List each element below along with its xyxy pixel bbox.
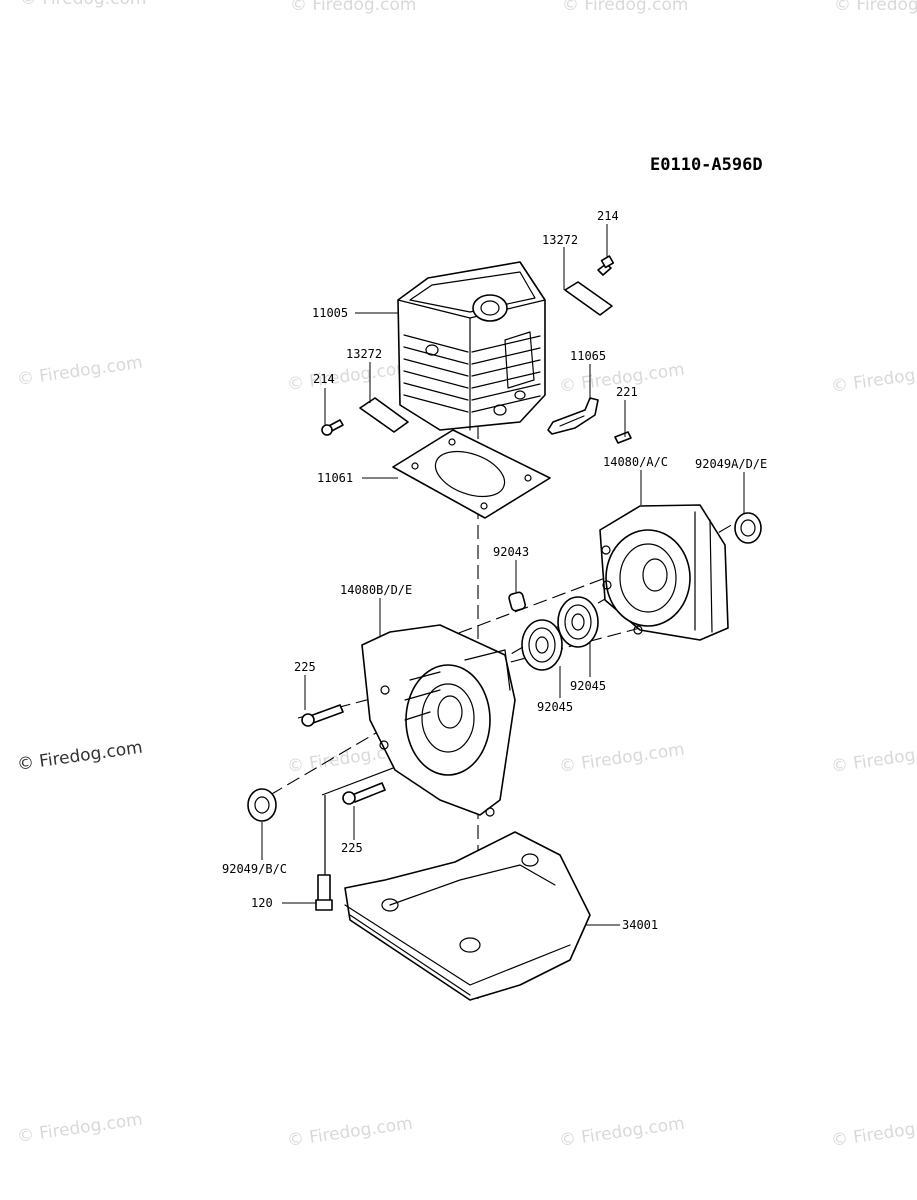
callout-label: 11065: [570, 349, 606, 363]
bolt-214-top: [597, 255, 615, 276]
dowel-pin: [508, 591, 526, 612]
watermark: © Firedog.com: [290, 0, 416, 15]
watermark: © Firedog.com: [830, 740, 917, 777]
watermark: © Firedog.com: [562, 0, 688, 15]
watermark: © Firedog.com: [286, 1114, 414, 1151]
oil-seal-left: [247, 788, 277, 822]
watermark: © Firedog.com: [834, 0, 917, 15]
callout-label: 92045: [570, 679, 606, 693]
callout-label: 13272: [542, 233, 578, 247]
bolt-225-lower: [342, 782, 386, 805]
diagram-code: E0110-A596D: [650, 155, 763, 175]
cylinder-gasket: [392, 429, 551, 519]
oil-seal-right: [734, 512, 762, 544]
callout-label: 92049/B/C: [222, 862, 287, 876]
fuel-tank-base: [344, 831, 591, 1001]
bracket: [547, 397, 599, 435]
watermark: © Firedog.com: [830, 360, 917, 397]
watermark: © Firedog.com: [20, 0, 146, 9]
callout-label: 120: [251, 896, 273, 910]
callout-label: 92049A/D/E: [695, 457, 767, 471]
bolt-120: [315, 874, 333, 911]
callout-label: 13272: [346, 347, 382, 361]
watermark: © Firedog.com: [16, 738, 144, 775]
callout-labels: 214 13272 11005 13272 214 11065 221 1106…: [222, 209, 767, 932]
leader-lines: [261, 224, 745, 926]
watermark: © Firedog.com: [558, 1114, 686, 1151]
bearing-left: [521, 619, 563, 671]
callout-label: 11005: [312, 306, 348, 320]
watermark: © Firedog.com: [16, 353, 144, 390]
callout-label: 214: [313, 372, 335, 386]
watermark: © Firedog.com: [16, 1110, 144, 1147]
cylinder: [397, 261, 546, 431]
exhaust-gasket: [564, 281, 613, 316]
watermark: © Firedog.com: [830, 1114, 917, 1151]
callout-label: 92043: [493, 545, 529, 559]
callout-label: 14080B/D/E: [340, 583, 412, 597]
callout-label: 221: [616, 385, 638, 399]
crankcase-left: [361, 624, 516, 817]
bearing-right: [557, 596, 599, 648]
callout-label: 34001: [622, 918, 658, 932]
bolt-214-left: [321, 419, 344, 436]
callout-label: 225: [294, 660, 316, 674]
callout-label: 14080/A/C: [603, 455, 668, 469]
watermark: © Firedog.com: [558, 740, 686, 777]
callout-label: 92045: [537, 700, 573, 714]
callout-label: 11061: [317, 471, 353, 485]
bolt-225-upper: [301, 704, 344, 727]
screw-221: [614, 431, 632, 444]
crankcase-right: [599, 504, 729, 641]
callout-label: 225: [341, 841, 363, 855]
watermark: © Firedog.com: [286, 358, 414, 395]
callout-label: 214: [597, 209, 619, 223]
